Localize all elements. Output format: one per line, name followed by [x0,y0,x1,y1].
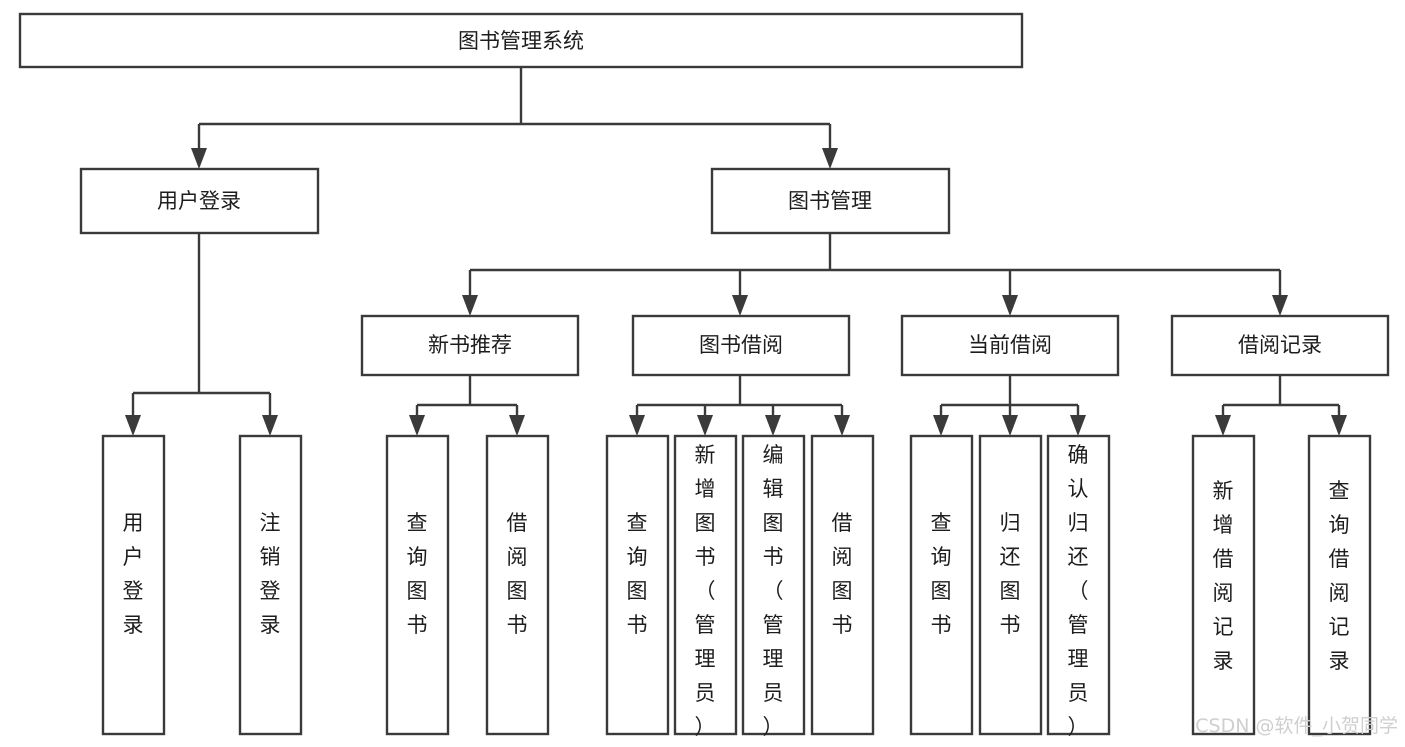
node-current-borrow-label: 当前借阅 [968,333,1052,357]
node-root-label: 图书管理系统 [458,29,584,53]
leaf-query-book-2-box[interactable] [605,434,670,736]
leaf-node-add-record[interactable]: 新增借阅记录 [1191,434,1256,736]
arrow-leaf-confirm-return [1070,415,1086,436]
leaf-query-book-1-label: 查询图书 [407,511,428,637]
leaf-node-query-book-2[interactable]: 查询图书 [605,434,670,736]
node-new-book-recommend-box[interactable] [360,314,580,377]
leaf-query-record-box[interactable] [1307,434,1372,736]
leaf-node-edit-book[interactable]: 编辑图书（管理员） [741,434,806,739]
node-book-borrow-box[interactable] [631,314,851,377]
node-user-login-box[interactable] [79,167,320,235]
arrow-leaf-query-book-2 [629,415,645,436]
connector-root-to-level2 [191,67,838,169]
arrow-user-login [191,148,207,169]
node-current-borrow[interactable]: 当前借阅 [900,314,1120,377]
node-book-borrow[interactable]: 图书借阅 [631,314,851,377]
node-borrow-record-label: 借阅记录 [1238,333,1322,357]
arrow-leaf-borrow-book-1 [509,415,525,436]
arrow-borrow-record [1272,295,1288,316]
arrow-leaf-query-book-1 [409,415,425,436]
arrow-leaf-add-record [1215,415,1231,436]
leaf-node-add-book[interactable]: 新增图书（管理员） [673,434,738,739]
leaf-node-query-record[interactable]: 查询借阅记录 [1307,434,1372,736]
leaf-confirm-return-label: 确认归还（管理员） [1068,443,1089,739]
leaf-query-book-2-label: 查询图书 [627,511,648,637]
arrow-leaf-return-book [1002,415,1018,436]
arrow-leaf-query-record [1331,415,1347,436]
leaf-query-record-label: 查询借阅记录 [1329,479,1350,673]
leaf-node-borrow-book-2[interactable]: 借阅图书 [810,434,875,736]
connector-bookborrow-to-leaves [629,375,850,436]
node-new-book-recommend-label: 新书推荐 [428,333,512,357]
leaf-node-confirm-return[interactable]: 确认归还（管理员） [1046,434,1111,739]
leaf-return-book-box[interactable] [978,434,1043,736]
node-borrow-record-box[interactable] [1170,314,1390,377]
node-user-login[interactable]: 用户登录 [79,167,320,235]
connector-borrowrecord-to-leaves [1215,375,1347,436]
node-root[interactable]: 图书管理系统 [18,12,1024,69]
arrow-leaf-add-book [697,415,713,436]
leaf-query-book-3-box[interactable] [909,434,974,736]
leaf-user-login-label: 用户登录 [123,511,144,637]
leaf-borrow-book-2-label: 借阅图书 [832,511,853,637]
leaf-node-return-book[interactable]: 归还图书 [978,434,1043,736]
leaf-user-logout-label: 注销登录 [260,511,281,637]
leaf-add-record-label: 新增借阅记录 [1213,479,1234,673]
leaf-node-user-logout[interactable]: 注销登录 [238,434,303,736]
arrow-current-borrow [1002,295,1018,316]
leaf-borrow-book-1-label: 借阅图书 [507,511,528,637]
connector-bookmgmt-to-level3 [462,233,1288,316]
leaf-user-logout-box[interactable] [238,434,303,736]
csdn-watermark: CSDN @软件_小贺同学 [1195,715,1398,737]
connector-newbook-to-leaves [409,375,525,436]
leaf-node-query-book-3[interactable]: 查询图书 [909,434,974,736]
leaf-query-book-1-box[interactable] [385,434,450,736]
leaf-add-book-box[interactable] [673,434,738,736]
leaf-node-query-book-1[interactable]: 查询图书 [385,434,450,736]
connector-userlogin-to-leaves [125,233,278,436]
node-user-login-label: 用户登录 [157,189,241,213]
node-current-borrow-box[interactable] [900,314,1120,377]
leaf-node-user-login[interactable]: 用户登录 [101,434,166,736]
node-borrow-record[interactable]: 借阅记录 [1170,314,1390,377]
leaf-add-book-label: 新增图书（管理员） [695,443,716,739]
node-root-box[interactable] [18,12,1024,69]
node-book-management-box[interactable] [710,167,951,235]
leaf-query-book-3-label: 查询图书 [931,511,952,637]
arrow-leaf-user-logout [262,415,278,436]
node-book-management-label: 图书管理 [788,189,872,213]
node-book-management[interactable]: 图书管理 [710,167,951,235]
leaf-node-borrow-book-1[interactable]: 借阅图书 [485,434,550,736]
leaf-confirm-return-box[interactable] [1046,434,1111,736]
node-book-borrow-label: 图书借阅 [699,333,783,357]
arrow-book-management [822,148,838,169]
node-new-book-recommend[interactable]: 新书推荐 [360,314,580,377]
arrow-new-book-recommend [462,295,478,316]
arrow-leaf-query-book-3 [933,415,949,436]
arrow-leaf-edit-book [765,415,781,436]
arrow-leaf-borrow-book-2 [834,415,850,436]
leaf-user-login-box[interactable] [101,434,166,736]
leaf-edit-book-label: 编辑图书（管理员） [763,443,784,739]
leaf-add-record-box[interactable] [1191,434,1256,736]
leaf-edit-book-box[interactable] [741,434,806,736]
leaf-borrow-book-1-box[interactable] [485,434,550,736]
connector-currentborrow-to-leaves [933,375,1086,436]
leaf-return-book-label: 归还图书 [1000,511,1021,637]
arrow-leaf-user-login [125,415,141,436]
arrow-book-borrow [732,295,748,316]
leaf-borrow-book-2-box[interactable] [810,434,875,736]
